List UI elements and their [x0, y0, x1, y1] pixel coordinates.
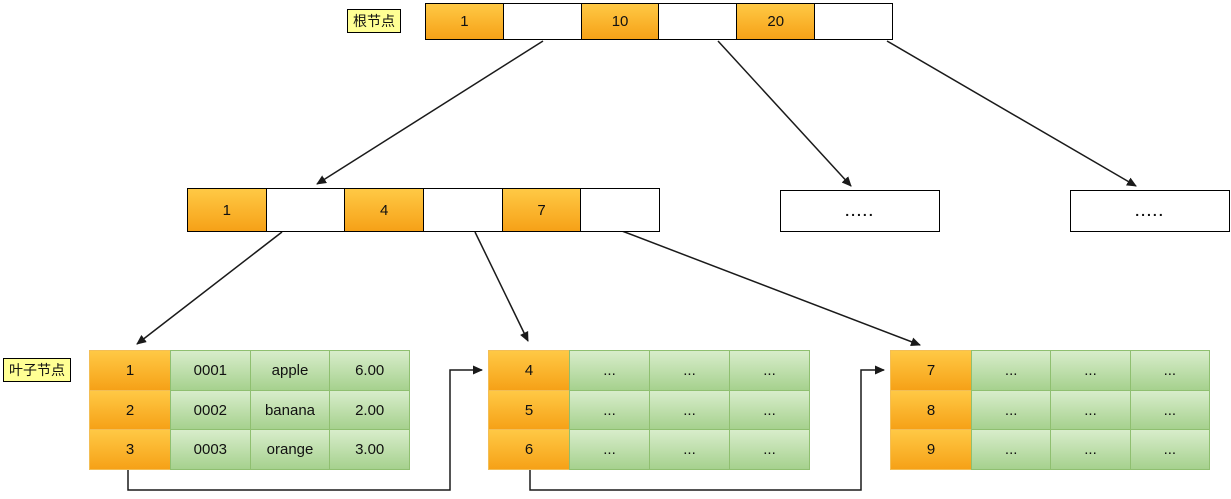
leaf-node-1: 1 0001 apple 6.00 2 0002 banana 2.00 3 0…	[89, 350, 411, 471]
leaf-key-cell: 2	[89, 389, 171, 431]
leaf-data-cell: ...	[1050, 350, 1131, 391]
leaf-row: 6 ... ... ...	[488, 429, 810, 471]
root-key-cell: 10	[580, 3, 660, 40]
leaf-data-cell: ...	[649, 350, 730, 391]
root-pointer-cell	[658, 3, 738, 40]
internal-key-cell: 4	[344, 188, 425, 232]
leaf-data-cell: ...	[1129, 350, 1210, 391]
leaf-key-cell: 5	[488, 389, 570, 431]
leaf-row: 3 0003 orange 3.00	[89, 429, 411, 471]
internal-pointer-cell	[423, 188, 503, 232]
leaf-data-cell: 0003	[170, 429, 251, 471]
root-node: 1 10 20	[425, 3, 893, 40]
leaf-data-cell: ...	[1050, 429, 1131, 471]
internal-pointer-cell	[580, 188, 661, 232]
leaf-key-cell: 7	[890, 350, 972, 391]
ellipsis-cell: .....	[1070, 190, 1230, 232]
leaf-node-2: 4 ... ... ... 5 ... ... ... 6 ... ... ..…	[488, 350, 810, 471]
leaf-key-cell: 1	[89, 350, 171, 391]
leaf-key-cell: 9	[890, 429, 972, 471]
leaf-data-cell: 6.00	[329, 350, 411, 391]
leaf-row: 2 0002 banana 2.00	[89, 389, 411, 431]
leaf-data-cell: 2.00	[329, 389, 411, 431]
leaf-data-cell: ...	[729, 389, 810, 431]
leaf-data-cell: 3.00	[329, 429, 411, 471]
internal-key-cell: 1	[187, 188, 267, 232]
leaf-data-cell: banana	[249, 389, 331, 431]
leaf-data-cell: ...	[1129, 389, 1210, 431]
leaf-data-cell: ...	[729, 429, 810, 471]
leaf-data-cell: ...	[649, 429, 730, 471]
leaf-node-label: 叶子节点	[3, 358, 71, 382]
leaf-row: 7 ... ... ...	[890, 350, 1210, 391]
leaf-data-cell: ...	[971, 389, 1052, 431]
root-key-cell: 1	[425, 3, 504, 40]
leaf-data-cell: ...	[569, 429, 650, 471]
leaf-data-cell: apple	[249, 350, 331, 391]
internal-pointer-cell	[265, 188, 346, 232]
leaf-row: 4 ... ... ...	[488, 350, 810, 391]
internal-node-2: .....	[780, 190, 940, 232]
leaf-node-3: 7 ... ... ... 8 ... ... ... 9 ... ... ..…	[890, 350, 1210, 471]
internal-node-3: .....	[1070, 190, 1230, 232]
leaf-key-cell: 8	[890, 389, 972, 431]
leaf-row: 9 ... ... ...	[890, 429, 1210, 471]
leaf-data-cell: 0001	[170, 350, 251, 391]
edge-internal-to-leaf-3	[621, 230, 921, 346]
root-pointer-cell	[814, 3, 893, 40]
edge-root-to-internal-2	[717, 40, 852, 187]
internal-node-1: 1 4 7	[187, 188, 661, 232]
leaf-row: 8 ... ... ...	[890, 389, 1210, 431]
leaf-data-cell: ...	[729, 350, 810, 391]
leaf-key-cell: 4	[488, 350, 570, 391]
leaf-data-cell: ...	[569, 350, 650, 391]
leaf-key-cell: 6	[488, 429, 570, 471]
leaf-data-cell: ...	[569, 389, 650, 431]
edge-internal-to-leaf-1	[136, 231, 283, 345]
ellipsis-cell: .....	[780, 190, 940, 232]
internal-key-cell: 7	[501, 188, 582, 232]
leaf-data-cell: ...	[649, 389, 730, 431]
root-key-cell: 20	[736, 3, 816, 40]
leaf-data-cell: ...	[971, 429, 1052, 471]
root-node-label: 根节点	[347, 9, 401, 33]
edge-internal-to-leaf-2	[474, 231, 529, 342]
leaf-data-cell: ...	[971, 350, 1052, 391]
leaf-data-cell: orange	[249, 429, 331, 471]
leaf-data-cell: ...	[1129, 429, 1210, 471]
leaf-key-cell: 3	[89, 429, 171, 471]
leaf-data-cell: 0002	[170, 389, 251, 431]
leaf-row: 1 0001 apple 6.00	[89, 350, 411, 391]
edge-root-to-internal-1	[316, 40, 544, 185]
leaf-row: 5 ... ... ...	[488, 389, 810, 431]
root-pointer-cell	[502, 3, 582, 40]
edge-root-to-internal-3	[886, 40, 1137, 187]
leaf-data-cell: ...	[1050, 389, 1131, 431]
